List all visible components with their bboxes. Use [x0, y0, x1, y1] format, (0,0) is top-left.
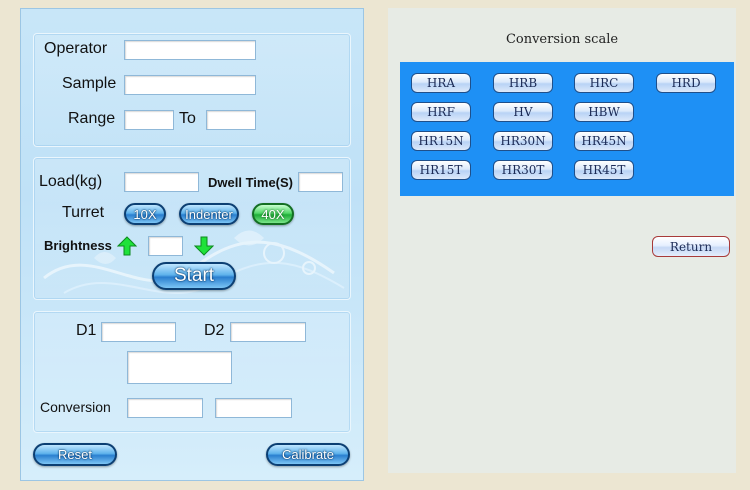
- sample-label: Sample: [62, 75, 117, 92]
- test-info-section: Operator Sample Range To: [33, 33, 351, 147]
- turret-label: Turret: [62, 204, 105, 221]
- range-label: Range: [68, 110, 116, 127]
- hardness-test-panel: Operator Sample Range To Load(kg) Dwell …: [20, 8, 364, 481]
- scale-hr45t-button[interactable]: HR45T: [574, 160, 634, 180]
- start-button[interactable]: Start: [152, 262, 236, 290]
- operator-field[interactable]: [124, 40, 256, 60]
- scale-hr45n-button[interactable]: HR45N: [574, 131, 634, 151]
- scale-hrd-button[interactable]: HRD: [656, 73, 716, 93]
- scale-hv-button[interactable]: HV: [493, 102, 553, 122]
- brightness-down-arrow-icon[interactable]: [194, 236, 214, 256]
- load-label: Load(kg): [39, 173, 103, 190]
- reset-button[interactable]: Reset: [33, 443, 117, 466]
- conversion-field-2[interactable]: [215, 398, 292, 418]
- range-to-field[interactable]: [206, 110, 256, 130]
- conversion-field-1[interactable]: [127, 398, 203, 418]
- dwell-time-label: Dwell Time(S): [208, 175, 294, 190]
- turret-40x-button[interactable]: 40X: [252, 203, 294, 225]
- measurement-section: D1 D2 Conversion: [33, 311, 351, 433]
- brightness-up-arrow-icon[interactable]: [117, 236, 137, 256]
- dwell-time-field[interactable]: [298, 172, 343, 192]
- brightness-field[interactable]: [148, 236, 183, 256]
- test-control-section: Load(kg) Dwell Time(S) Turret 10X Indent…: [33, 157, 351, 300]
- range-from-field[interactable]: [124, 110, 174, 130]
- scale-hrb-button[interactable]: HRB: [493, 73, 553, 93]
- range-to-label: To: [179, 110, 196, 127]
- conversion-scale-title: Conversion scale: [505, 32, 619, 47]
- calibrate-button[interactable]: Calibrate: [266, 443, 350, 466]
- turret-10x-button[interactable]: 10X: [124, 203, 166, 225]
- scale-hr30t-button[interactable]: HR30T: [493, 160, 553, 180]
- conversion-scale-panel: Conversion scale HRA HRB HRC HRD HRF HV …: [388, 8, 736, 473]
- return-button[interactable]: Return: [652, 236, 730, 257]
- conversion-label: Conversion: [40, 399, 111, 415]
- d2-field[interactable]: [230, 322, 306, 342]
- scale-hr15t-button[interactable]: HR15T: [411, 160, 471, 180]
- scale-hrc-button[interactable]: HRC: [574, 73, 634, 93]
- scale-hra-button[interactable]: HRA: [411, 73, 471, 93]
- sample-field[interactable]: [124, 75, 256, 95]
- scale-hrf-button[interactable]: HRF: [411, 102, 471, 122]
- result-display: [127, 351, 232, 384]
- operator-label: Operator: [44, 40, 108, 57]
- d1-field[interactable]: [101, 322, 176, 342]
- d1-label: D1: [76, 322, 97, 339]
- turret-indenter-button[interactable]: Indenter: [179, 203, 239, 225]
- scale-hr30n-button[interactable]: HR30N: [493, 131, 553, 151]
- load-field[interactable]: [124, 172, 199, 192]
- scale-button-grid: HRA HRB HRC HRD HRF HV HBW HR15N HR30N H…: [400, 62, 734, 196]
- scale-hbw-button[interactable]: HBW: [574, 102, 634, 122]
- scale-hr15n-button[interactable]: HR15N: [411, 131, 471, 151]
- d2-label: D2: [204, 322, 225, 339]
- brightness-label: Brightness: [44, 238, 112, 253]
